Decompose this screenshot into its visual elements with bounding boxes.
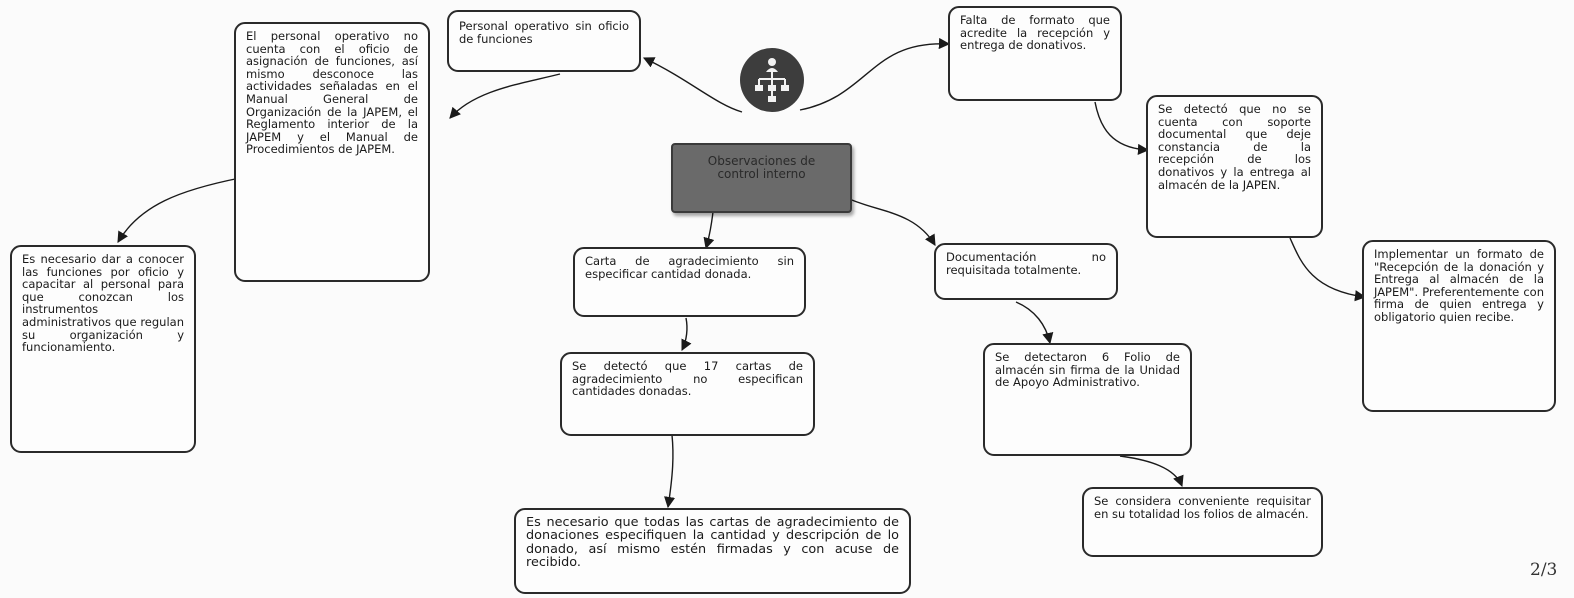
node-formato-recomendacion-text: Implementar un formato de "Recepción de … (1374, 247, 1544, 324)
node-carta-text: Carta de agradecimiento sin especificar … (585, 254, 794, 281)
hierarchy-icon (740, 48, 804, 112)
central-topic-label: Observaciones de control interno (707, 154, 816, 181)
node-carta-recomendacion: Es necesario que todas las cartas de agr… (514, 508, 911, 594)
node-carta-recomendacion-text: Es necesario que todas las cartas de agr… (526, 515, 899, 571)
node-formato-recomendacion: Implementar un formato de "Recepción de … (1362, 240, 1556, 412)
node-formato-text: Falta de formato que acredite la recepci… (960, 13, 1110, 53)
connector-formato-detail-to-recommendation (1289, 237, 1367, 302)
connector-personal-to-detail (449, 73, 561, 119)
central-topic: Observaciones de control interno (671, 143, 852, 213)
node-documentacion: Documentación no requisitada totalmente. (934, 243, 1118, 300)
node-documentacion-detalle: Se detectaron 6 Folio de almacén sin fir… (983, 343, 1192, 456)
connector-documentacion-detail-to-recommendation (1119, 455, 1184, 488)
connector-center-to-formato (799, 37, 951, 111)
connector-carta-detail-to-recommendation (664, 434, 676, 509)
node-personal-sin-oficio-text: Personal operativo sin oficio de funcion… (459, 19, 629, 46)
node-documentacion-recomendacion-text: Se considera conveniente requisitar en s… (1094, 494, 1311, 521)
node-carta: Carta de agradecimiento sin especificar … (573, 247, 806, 317)
node-formato-detalle: Se detectó que no se cuenta con soporte … (1146, 95, 1323, 238)
node-documentacion-detalle-text: Se detectaron 6 Folio de almacén sin fir… (995, 350, 1180, 390)
node-documentacion-text: Documentación no requisitada totalmente. (946, 250, 1106, 277)
node-personal-recomendacion: Es necesario dar a conocer las funciones… (10, 245, 196, 453)
node-personal-detalle: El personal operativo no cuenta con el o… (234, 22, 430, 282)
node-personal-detalle-text: El personal operativo no cuenta con el o… (246, 29, 418, 157)
node-formato-detalle-text: Se detectó que no se cuenta con soporte … (1158, 102, 1311, 192)
page-number: 2/3 (1530, 560, 1558, 580)
node-formato: Falta de formato que acredite la recepci… (948, 6, 1122, 101)
node-documentacion-recomendacion: Se considera conveniente requisitar en s… (1082, 487, 1323, 557)
node-personal-sin-oficio: Personal operativo sin oficio de funcion… (447, 10, 641, 72)
connector-formato-to-detail (1094, 101, 1150, 156)
connector-center-to-documentacion (851, 199, 936, 246)
connector-center-to-personal (642, 57, 743, 113)
connector-documentacion-to-detail (1015, 301, 1054, 345)
node-personal-recomendacion-text: Es necesario dar a conocer las funciones… (22, 252, 184, 355)
connector-carta-to-detail (681, 317, 692, 352)
connector-detail-to-recommendation (117, 177, 241, 243)
node-carta-detalle: Se detectó que 17 cartas de agradecimien… (560, 352, 815, 436)
node-carta-detalle-text: Se detectó que 17 cartas de agradecimien… (572, 359, 803, 399)
